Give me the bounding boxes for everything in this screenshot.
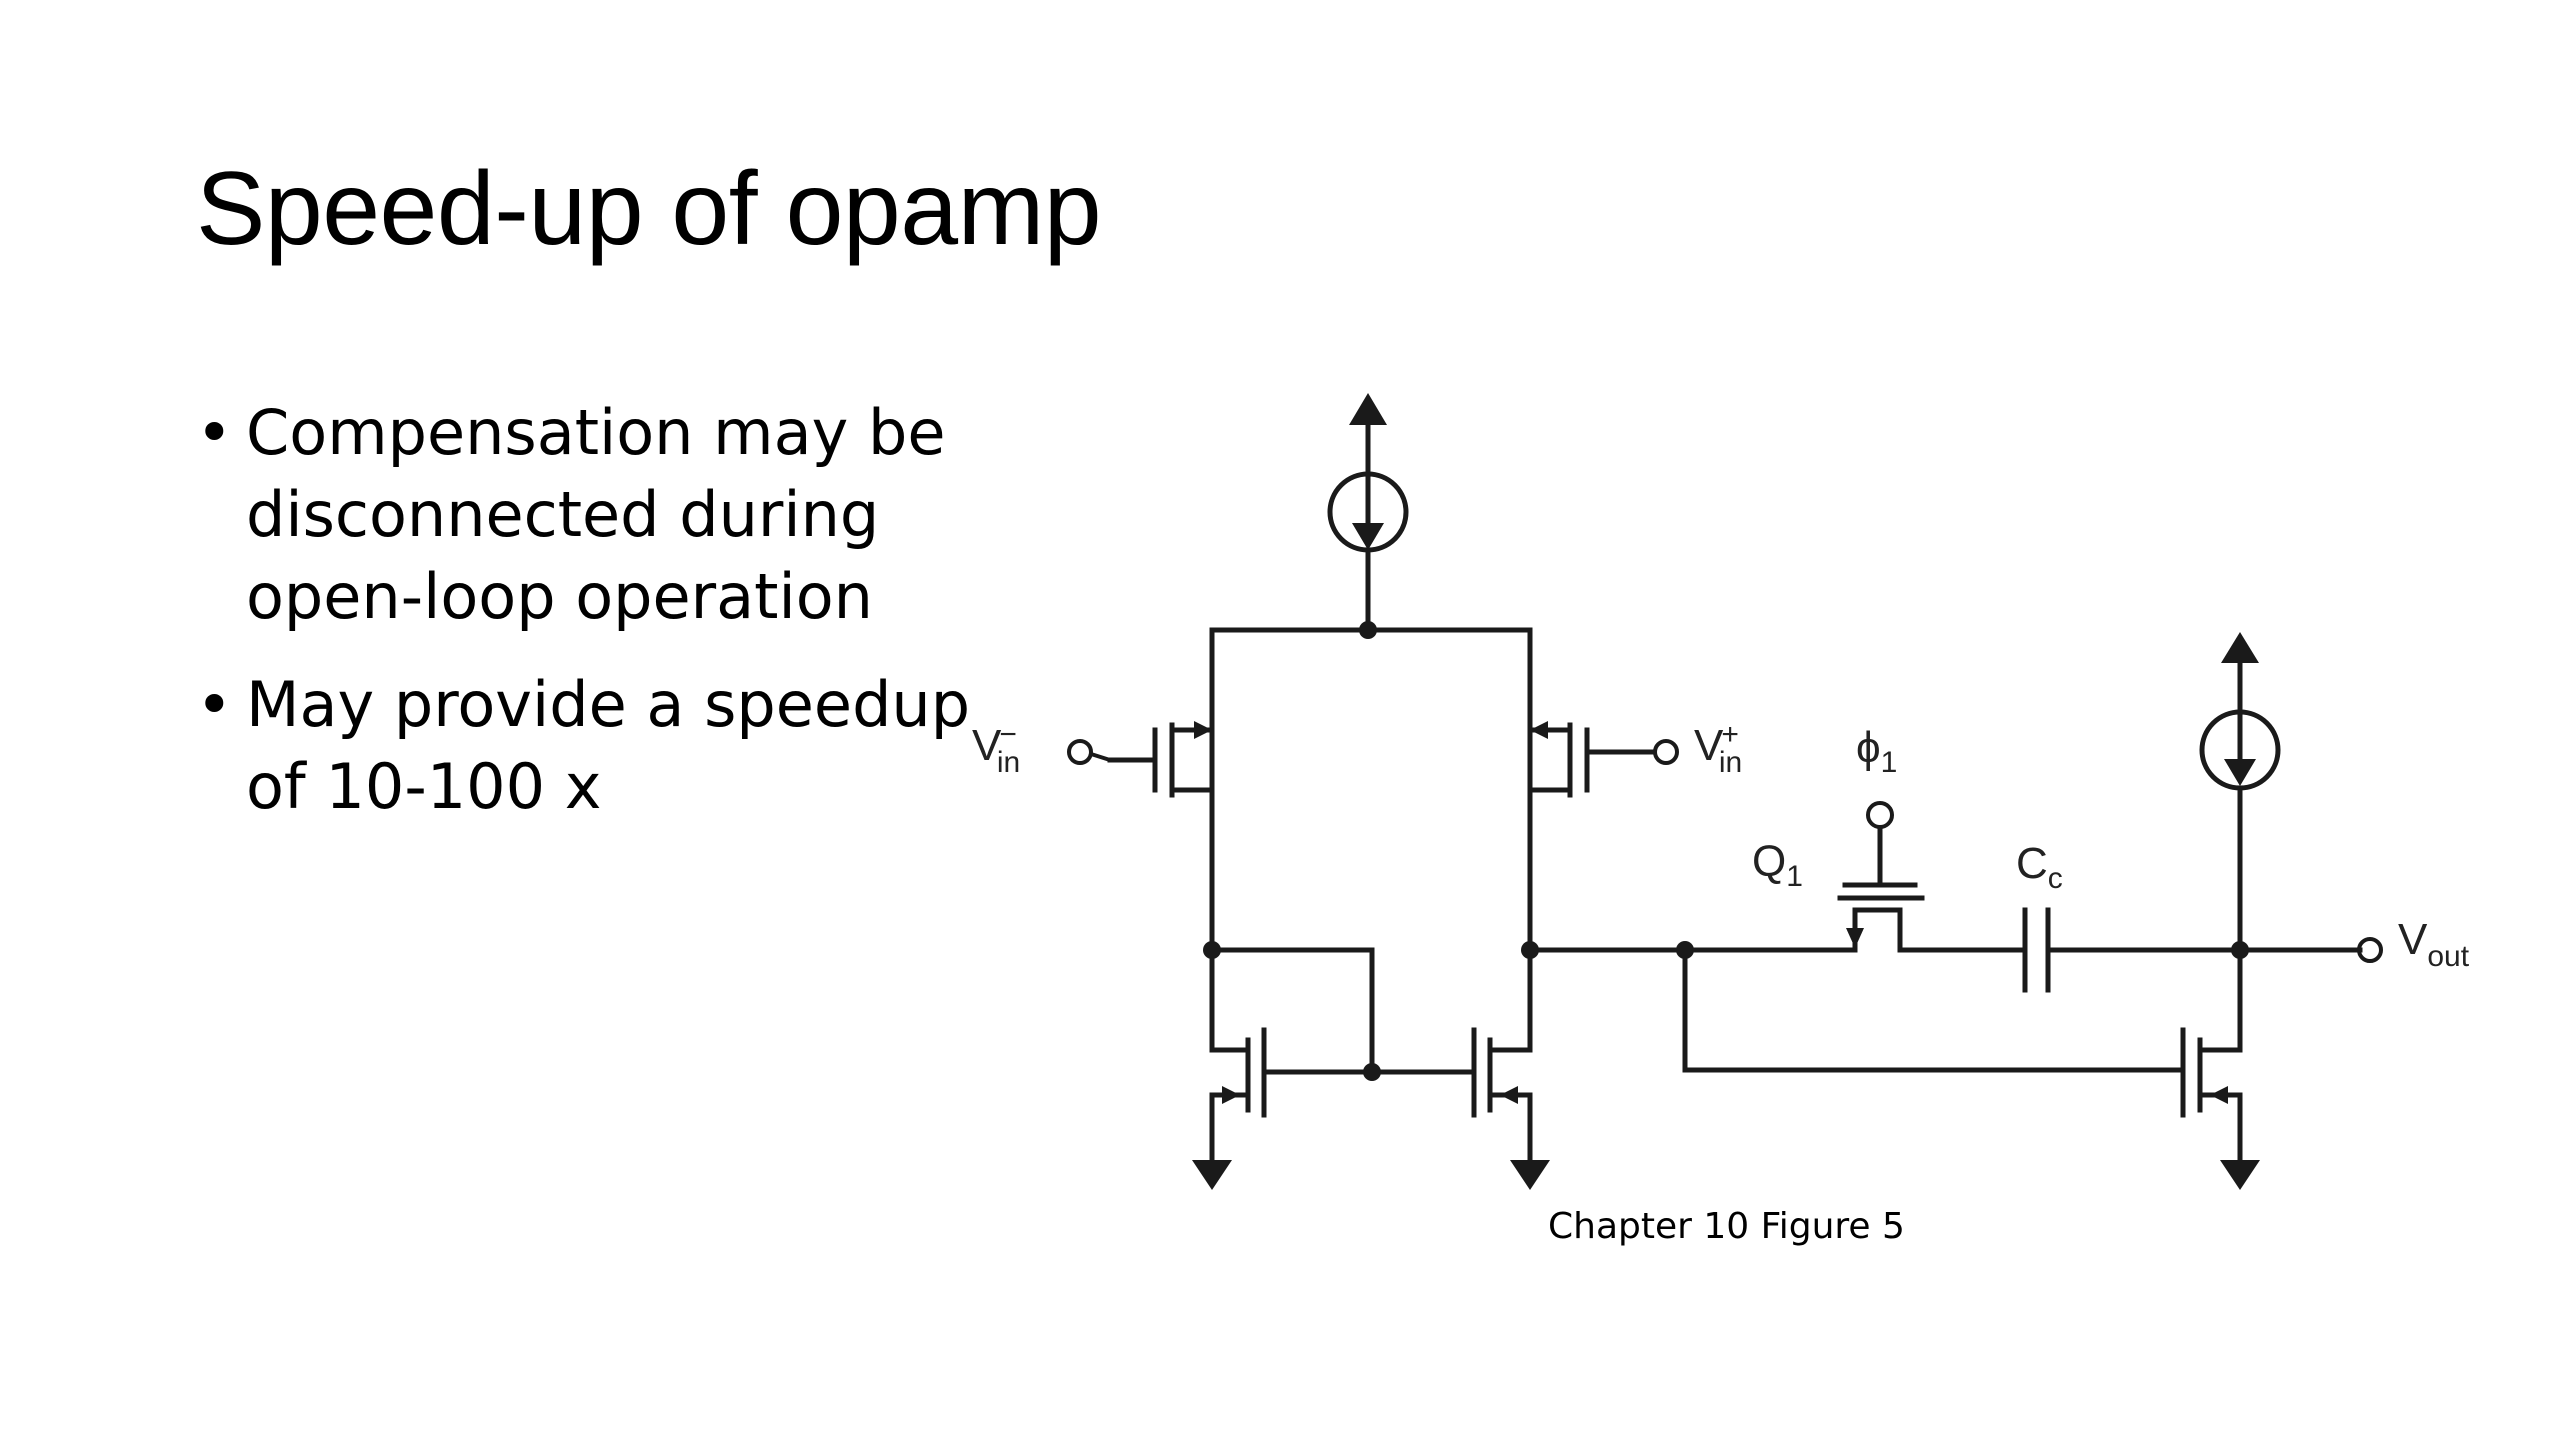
source-arrow-icon xyxy=(1846,928,1864,948)
slide-title: Speed-up of opamp xyxy=(196,151,1102,267)
output-current-source xyxy=(2199,632,2281,1053)
bullet-marker: • xyxy=(196,668,233,741)
vdd-arrow-icon xyxy=(2221,632,2259,663)
junction-dot xyxy=(1521,941,1539,959)
ground-arrow-icon xyxy=(1192,1160,1232,1190)
bullet-text-line: disconnected during xyxy=(246,478,880,551)
tail-current-source xyxy=(1327,393,1409,633)
q1-label: Q1 xyxy=(1752,837,1803,893)
source-arrow-icon xyxy=(2210,1086,2228,1104)
output-transistor xyxy=(2180,1027,2260,1190)
bullet-text-line: of 10-100 x xyxy=(246,750,602,823)
source-arrow-icon xyxy=(1500,1086,1518,1104)
source-arrow-icon xyxy=(1194,721,1212,739)
phi1-clock-terminal[interactable] xyxy=(1866,801,1894,829)
tail-node-wire xyxy=(1209,627,1533,759)
switch-transistor-q1 xyxy=(1837,801,1925,953)
phi1-label: ϕ1 xyxy=(1856,723,1897,779)
current-direction-arrow-icon xyxy=(1352,523,1384,550)
second-stage-gate-wire xyxy=(1682,947,2186,1073)
junction-dot xyxy=(2231,941,2249,959)
bullet-text-line: Compensation may be xyxy=(246,396,946,469)
ground-arrow-icon xyxy=(1510,1160,1550,1190)
vout-terminal[interactable] xyxy=(2357,937,2383,963)
bullet-item: • May provide a speedup of 10-100 x xyxy=(196,664,1016,828)
vout-label: Vout xyxy=(2398,915,2470,973)
vin-plus-terminal[interactable] xyxy=(1653,739,1679,765)
current-mirror-load xyxy=(1192,941,1550,1190)
cc-label: Cc xyxy=(2016,839,2063,895)
junction-dot xyxy=(1359,621,1377,639)
vin-minus-terminal[interactable] xyxy=(1067,739,1093,765)
vin-plus-label: V+in xyxy=(1694,718,1742,779)
figure-caption: Chapter 10 Figure 5 xyxy=(1548,1206,1905,1247)
bullet-list: • Compensation may be disconnected durin… xyxy=(196,392,1016,854)
source-arrow-icon xyxy=(1222,1086,1240,1104)
input-transistor-left xyxy=(1107,721,1215,953)
bullet-item: • Compensation may be disconnected durin… xyxy=(196,392,1016,638)
junction-dot xyxy=(1363,1063,1381,1081)
bullet-text-line: May provide a speedup xyxy=(246,668,971,741)
ground-arrow-icon xyxy=(2220,1160,2260,1190)
vin-minus-label: V−in xyxy=(972,718,1020,779)
bullet-marker: • xyxy=(196,396,233,469)
source-arrow-icon xyxy=(1530,721,1548,739)
compensation-capacitor xyxy=(2022,907,2051,993)
vdd-arrow-icon xyxy=(1349,393,1387,425)
bullet-text-line: open-loop operation xyxy=(246,560,873,633)
input-transistor-right xyxy=(1527,721,1657,953)
current-direction-arrow-icon xyxy=(2224,759,2256,786)
